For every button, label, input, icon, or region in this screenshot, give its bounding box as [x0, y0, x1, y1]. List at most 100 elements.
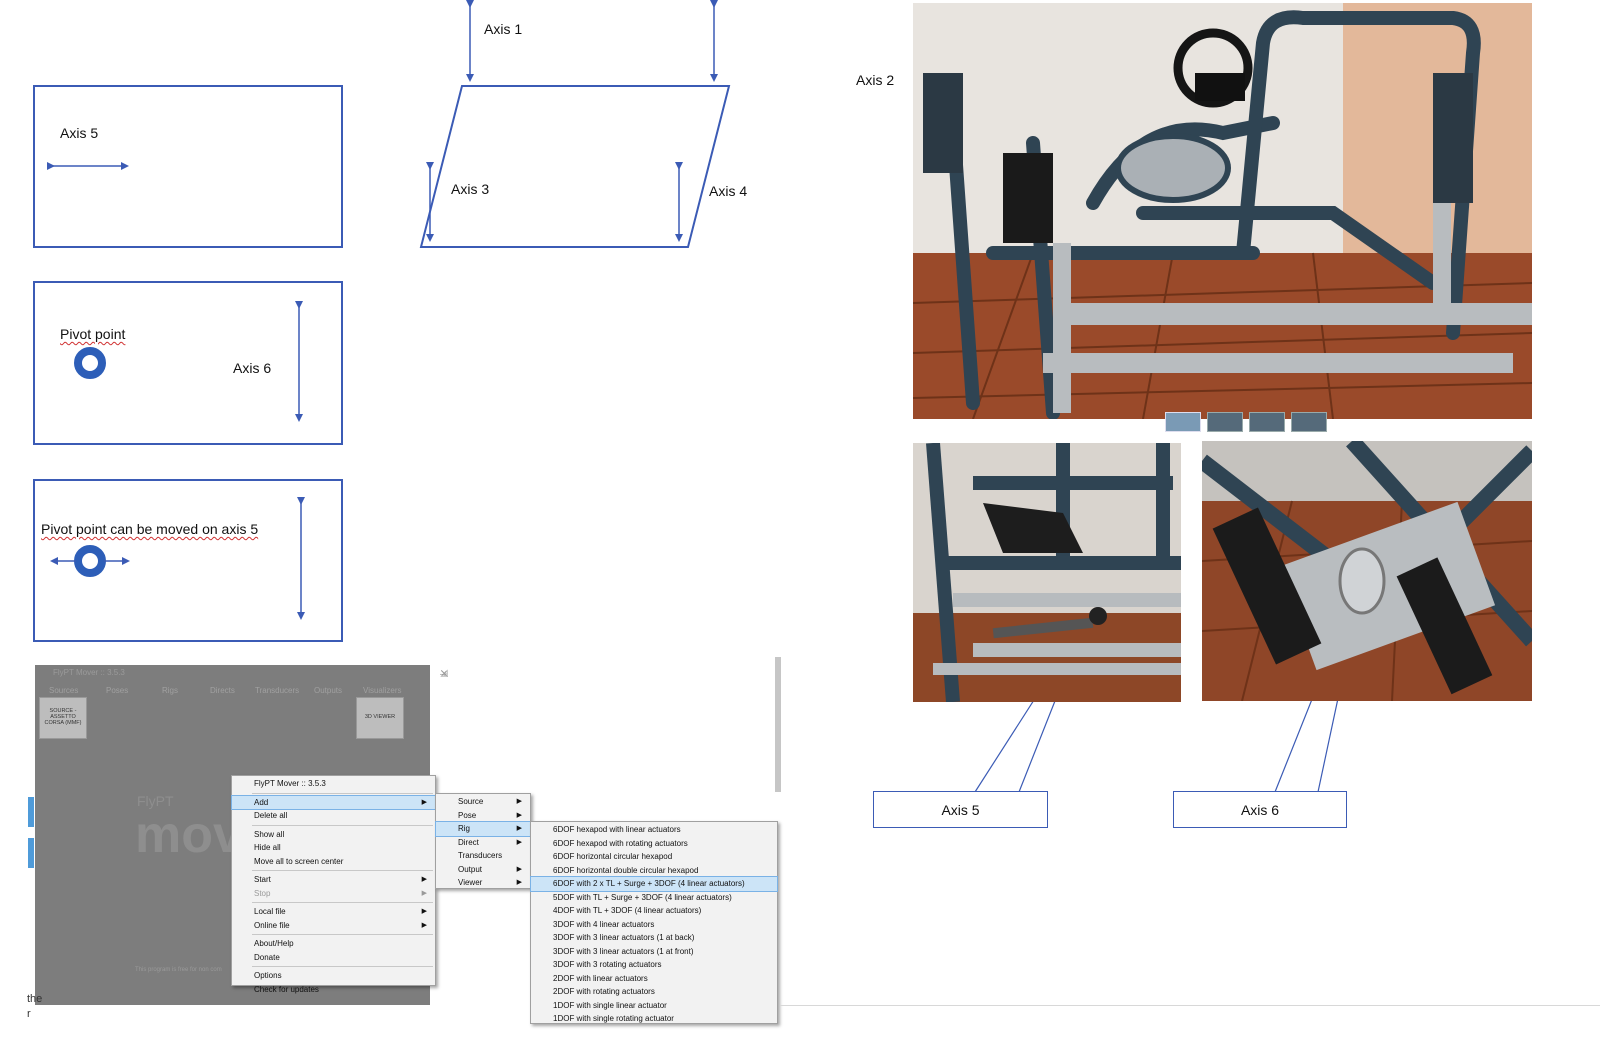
side-blue-tab: [28, 838, 34, 868]
photo-thumbnail[interactable]: [1291, 412, 1327, 432]
free-program-note: This program is free for non com: [135, 967, 222, 973]
menu-item-local-file[interactable]: Local file▶: [232, 905, 435, 919]
rig-option-2dof-rotating[interactable]: 2DOF with rotating actuators: [553, 987, 655, 996]
rig-option-4dof-tl-3dof[interactable]: 4DOF with TL + 3DOF (4 linear actuators): [553, 906, 702, 915]
rig-option-3dof-3-rotating[interactable]: 3DOF with 3 rotating actuators: [553, 960, 662, 969]
tab-transducers[interactable]: Transducers: [255, 686, 300, 695]
app-title: FlyPT Mover :: 3.5.3: [53, 668, 125, 677]
app-titlebar[interactable]: FlyPT Mover :: 3.5.3 ⇲–✕: [35, 665, 448, 681]
minimize-icon[interactable]: ⇲: [440, 669, 457, 680]
add-submenu[interactable]: Source ▶ Pose ▶ Rig▶ Direct ▶ Transducers O…: [435, 793, 531, 889]
menu-item-add[interactable]: Add▶: [231, 794, 436, 810]
main-context-menu[interactable]: FlyPT Mover :: 3.5.3 Add▶ Delete all Sho…: [231, 775, 436, 994]
rig-option-3dof-3-linear-front[interactable]: 3DOF with 3 linear actuators (1 at front…: [553, 946, 694, 956]
pivot-point-label: Pivot point: [60, 326, 126, 342]
module-tabs[interactable]: Sources Poses Rigs Directs Transducers O…: [35, 683, 430, 697]
menu-item-label: Source: [458, 797, 484, 806]
rig-photo-main: [913, 3, 1532, 419]
chevron-right-icon: ▶: [421, 908, 427, 915]
rig-option-6dof-2tl-surge-3dof[interactable]: 6DOF with 2 x TL + Surge + 3DOF (4 linea…: [530, 876, 778, 892]
pivot-point-marker: [74, 347, 106, 379]
tab-rigs[interactable]: Rigs: [162, 686, 179, 695]
axis5-label: Axis 5: [60, 125, 99, 141]
photo-thumbnail[interactable]: [1165, 412, 1201, 432]
menu-item-pose[interactable]: Pose ▶: [436, 809, 530, 823]
menu-item-direct[interactable]: Direct ▶: [436, 836, 530, 850]
menu-item-label: Start: [254, 875, 271, 884]
menu-item-output[interactable]: Output▶: [436, 863, 530, 877]
pivot-move-diagram-box: [33, 479, 343, 642]
rig-option-1dof-rotating[interactable]: 1DOF with single rotating actuator: [553, 1014, 674, 1023]
menu-item-options[interactable]: Options: [254, 971, 282, 980]
menu-item-source[interactable]: Source ▶: [436, 795, 530, 809]
menu-separator: [252, 792, 433, 794]
menu-item-label: Viewer: [458, 878, 483, 887]
logo-small-text: FlyPT: [137, 793, 174, 809]
menu-separator: [252, 824, 433, 826]
chevron-right-icon: ▶: [516, 879, 522, 886]
axis2-label: Axis 2: [856, 72, 895, 88]
axis6-label: Axis 6: [233, 360, 272, 376]
chevron-right-icon: ▶: [516, 865, 522, 873]
rig-option-5dof-tl-surge-3dof[interactable]: 5DOF with TL + Surge + 3DOF (4 linear ac…: [553, 892, 732, 902]
rig-option-1dof-linear[interactable]: 1DOF with single linear actuator: [553, 1000, 667, 1010]
pivot-moved-label: Pivot point can be moved on axis 5: [41, 521, 259, 537]
text-fragment: r: [27, 1008, 31, 1020]
axis1-label: Axis 1: [484, 21, 523, 37]
viewer-module-3d[interactable]: 3D VIEWER: [356, 697, 404, 739]
chevron-right-icon: ▶: [421, 889, 427, 897]
rig-option-6dof-double-circular-hexapod[interactable]: 6DOF horizontal double circular hexapod: [553, 865, 699, 875]
menu-item-label: Pose: [458, 810, 477, 820]
rig-option-3dof-3-linear-back[interactable]: 3DOF with 3 linear actuators (1 at back): [553, 933, 695, 942]
close-icon[interactable]: ✕: [440, 669, 457, 680]
rig-option-6dof-hexapod-linear[interactable]: 6DOF hexapod with linear actuators: [553, 825, 681, 834]
side-blue-tab: [28, 797, 34, 827]
menu-item-show-all[interactable]: Show all: [254, 829, 285, 839]
menu-item-transducers[interactable]: Transducers: [458, 851, 503, 860]
chevron-right-icon: ▶: [516, 798, 522, 805]
document-scrollbar[interactable]: [775, 657, 781, 792]
maximize-icon[interactable]: –: [440, 669, 454, 680]
photo-thumbnail[interactable]: [1249, 412, 1285, 432]
chevron-right-icon: ▶: [421, 921, 427, 929]
flypt-logo: FlyPT mov: [135, 793, 242, 865]
menu-item-move-center[interactable]: Move all to screen center: [254, 856, 344, 866]
rig-option-6dof-hexapod-rotating[interactable]: 6DOF hexapod with rotating actuators: [553, 838, 688, 848]
tab-directs[interactable]: Directs: [210, 686, 235, 695]
photo-thumbnail[interactable]: [1207, 412, 1243, 432]
tab-visualizers[interactable]: Visualizers: [363, 686, 402, 695]
tab-sources[interactable]: Sources: [49, 686, 79, 695]
menu-separator: [252, 902, 433, 903]
photo-thumbnail-strip[interactable]: [1165, 412, 1327, 432]
platform-parallelogram: [419, 85, 731, 248]
rig-photo-sway: [1202, 441, 1532, 701]
axis3-label: Axis 3: [451, 181, 490, 197]
menu-item-label: Direct: [458, 837, 479, 847]
menu-item-stop: Stop ▶: [232, 887, 435, 901]
menu-item-label: Stop: [254, 888, 271, 898]
menu-separator: [252, 966, 433, 967]
menu-item-rig[interactable]: Rig▶: [435, 821, 531, 837]
menu-separator: [252, 934, 433, 935]
menu-header: FlyPT Mover :: 3.5.3: [254, 779, 326, 788]
menu-item-viewer[interactable]: Viewer ▶: [436, 876, 530, 890]
rig-option-2dof-linear[interactable]: 2DOF with linear actuators: [553, 973, 648, 983]
menu-item-label: Online file: [254, 920, 290, 930]
chevron-right-icon: ▶: [516, 811, 522, 819]
chevron-right-icon: ▶: [421, 876, 427, 883]
rig-option-3dof-4-linear[interactable]: 3DOF with 4 linear actuators: [553, 919, 655, 929]
axis6-callout: Axis 6: [1173, 791, 1347, 828]
rig-submenu[interactable]: 6DOF hexapod with linear actuators 6DOF …: [530, 821, 778, 1024]
source-module-assetto-corsa[interactable]: SOURCE - ASSETTO CORSA (MMF): [39, 697, 87, 739]
menu-item-online-file[interactable]: Online file ▶: [232, 919, 435, 933]
menu-item-about-help[interactable]: About/Help: [254, 939, 294, 948]
menu-item-delete-all[interactable]: Delete all: [254, 811, 288, 820]
menu-item-start[interactable]: Start ▶: [232, 873, 435, 887]
menu-item-hide-all[interactable]: Hide all: [254, 843, 281, 852]
rig-option-6dof-circular-hexapod[interactable]: 6DOF horizontal circular hexapod: [553, 852, 673, 861]
menu-item-donate[interactable]: Donate: [254, 952, 280, 962]
menu-item-check-updates[interactable]: Check for updates: [254, 984, 319, 994]
chevron-right-icon: ▶: [516, 838, 522, 846]
tab-poses[interactable]: Poses: [106, 686, 129, 695]
tab-outputs[interactable]: Outputs: [314, 686, 343, 695]
